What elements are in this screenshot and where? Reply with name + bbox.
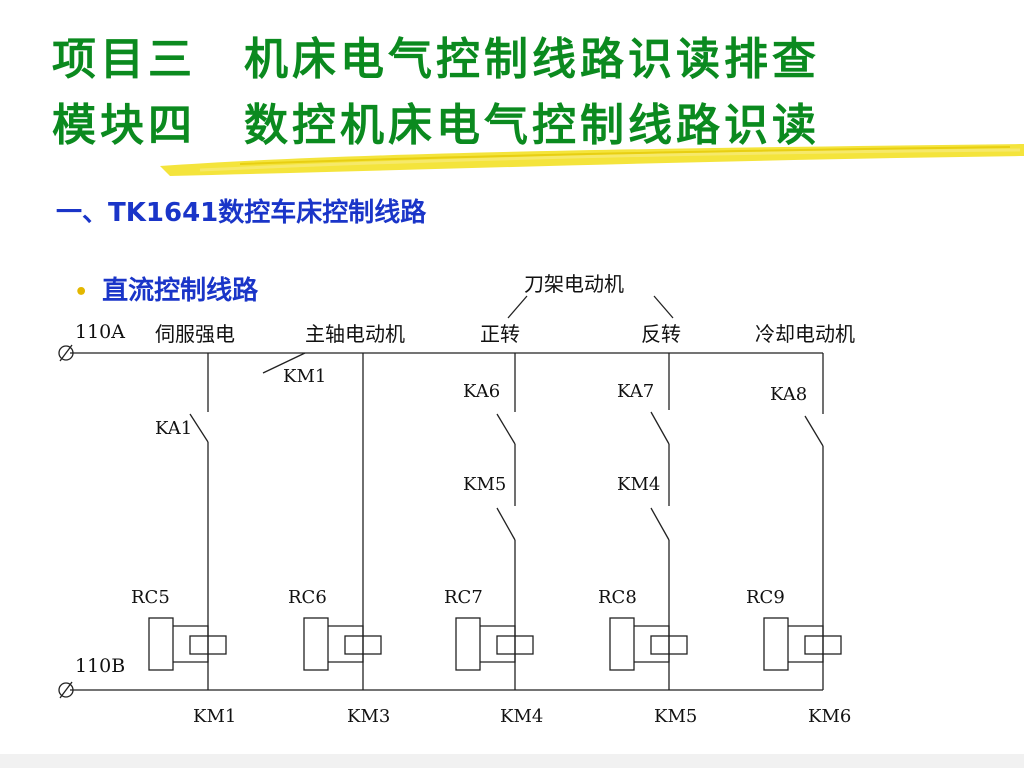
slide-title-line-1: 项目三 机床电气控制线路识读排查 [52, 34, 820, 85]
slide-title-line-2: 模块四 数控机床电气控制线路识读 [52, 100, 820, 151]
ka8-contact [804, 415, 824, 447]
ka1-contact [189, 413, 209, 443]
title-highlight-stroke [160, 144, 1024, 176]
label-110a: 110A [75, 321, 125, 343]
label-rc8: RC8 [598, 587, 637, 608]
label-km4-contact: KM4 [617, 474, 660, 495]
km5-contact [496, 507, 516, 541]
label-coolant-motor: 冷却电动机 [755, 322, 855, 346]
dc-control-circuit-diagram: 110A 110B 刀架电动机 伺服强电 主轴电动机 正转 反转 冷却电动机 K… [58, 272, 855, 727]
label-km1-main: KM1 [283, 366, 326, 387]
km1-main-contact [262, 352, 306, 374]
ka6-contact [496, 413, 516, 445]
ka7-contact [650, 411, 670, 445]
label-forward: 正转 [480, 322, 520, 346]
label-110b: 110B [75, 655, 125, 677]
rc-unit-5 [148, 617, 227, 671]
label-servo: 伺服强电 [155, 322, 235, 346]
label-coil-km3: KM3 [347, 706, 390, 727]
terminal-110b-icon [58, 682, 74, 698]
terminal-110a-icon [58, 345, 74, 361]
label-rc7: RC7 [444, 587, 483, 608]
label-rc5: RC5 [131, 587, 170, 608]
label-reverse: 反转 [641, 322, 681, 346]
circuit-labels: 110A 110B 刀架电动机 伺服强电 主轴电动机 正转 反转 冷却电动机 K… [75, 272, 855, 727]
bullet-text: 直流控制线路 [102, 276, 259, 306]
label-ka8: KA8 [770, 384, 807, 405]
label-rc9: RC9 [746, 587, 785, 608]
label-ka6: KA6 [463, 381, 500, 402]
label-coil-km1: KM1 [193, 706, 236, 727]
slide-footer-band [0, 754, 1024, 768]
label-km5-contact: KM5 [463, 474, 506, 495]
km4-contact [650, 507, 670, 541]
label-spindle-motor: 主轴电动机 [305, 322, 405, 346]
label-rc6: RC6 [288, 587, 327, 608]
label-tool-post-motor: 刀架电动机 [524, 272, 624, 296]
label-ka7: KA7 [617, 381, 654, 402]
bullet-dot-icon: • [74, 280, 89, 305]
rc-unit-8 [609, 617, 688, 671]
label-coil-km5: KM5 [654, 706, 697, 727]
rc-unit-9 [763, 617, 842, 671]
label-ka1: KA1 [155, 418, 192, 439]
section-heading: 一、TK1641数控车床控制线路 [56, 198, 427, 228]
bullet-item: • 直流控制线路 [56, 240, 258, 307]
rc-unit-7 [455, 617, 534, 671]
label-coil-km4: KM4 [500, 706, 543, 727]
label-coil-km6: KM6 [808, 706, 851, 727]
rc-unit-6 [303, 617, 382, 671]
circuit-wiring [58, 295, 842, 699]
